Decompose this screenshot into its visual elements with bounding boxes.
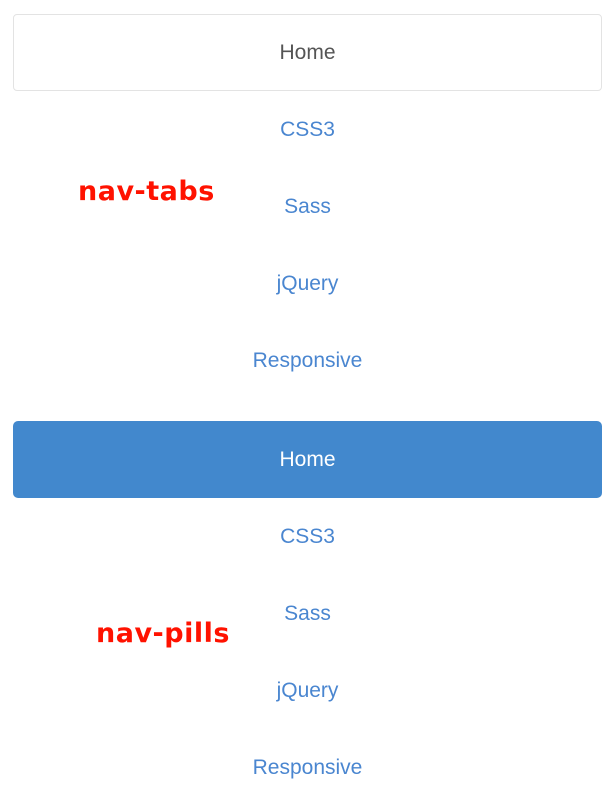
nav-tabs-link-home[interactable]: Home xyxy=(13,14,602,91)
nav-pills-list: Home CSS3 Sass jQuery Responsive xyxy=(13,421,602,806)
page-root: Home CSS3 Sass jQuery Responsive nav-tab… xyxy=(13,14,602,778)
nav-pills-item-home[interactable]: Home xyxy=(13,421,602,498)
nav-tabs-item-sass[interactable]: Sass xyxy=(13,168,602,245)
nav-pills-link-jquery[interactable]: jQuery xyxy=(276,679,339,702)
nav-tabs-item-home[interactable]: Home xyxy=(13,14,602,91)
nav-pills-link-responsive[interactable]: Responsive xyxy=(252,756,363,779)
nav-tabs-item-jquery[interactable]: jQuery xyxy=(13,245,602,322)
nav-pills-item-jquery[interactable]: jQuery xyxy=(13,652,602,729)
nav-pills-item-css3[interactable]: CSS3 xyxy=(13,498,602,575)
nav-tabs-item-responsive[interactable]: Responsive xyxy=(13,322,602,399)
annotation-nav-tabs: nav-tabs xyxy=(78,176,215,207)
nav-pills-link-sass[interactable]: Sass xyxy=(284,602,331,625)
nav-tabs-link-sass[interactable]: Sass xyxy=(284,195,331,218)
nav-tabs-item-css3[interactable]: CSS3 xyxy=(13,91,602,168)
nav-tabs-list: Home CSS3 Sass jQuery Responsive xyxy=(13,14,602,399)
nav-tabs-link-css3[interactable]: CSS3 xyxy=(280,118,335,141)
nav-tabs-link-responsive[interactable]: Responsive xyxy=(252,349,363,372)
nav-tabs-link-jquery[interactable]: jQuery xyxy=(276,272,339,295)
nav-pills-item-responsive[interactable]: Responsive xyxy=(13,729,602,806)
nav-pills-item-sass[interactable]: Sass xyxy=(13,575,602,652)
annotation-nav-pills: nav-pills xyxy=(96,618,230,649)
nav-pills-link-css3[interactable]: CSS3 xyxy=(280,525,335,548)
nav-pills-link-home[interactable]: Home xyxy=(13,421,602,498)
